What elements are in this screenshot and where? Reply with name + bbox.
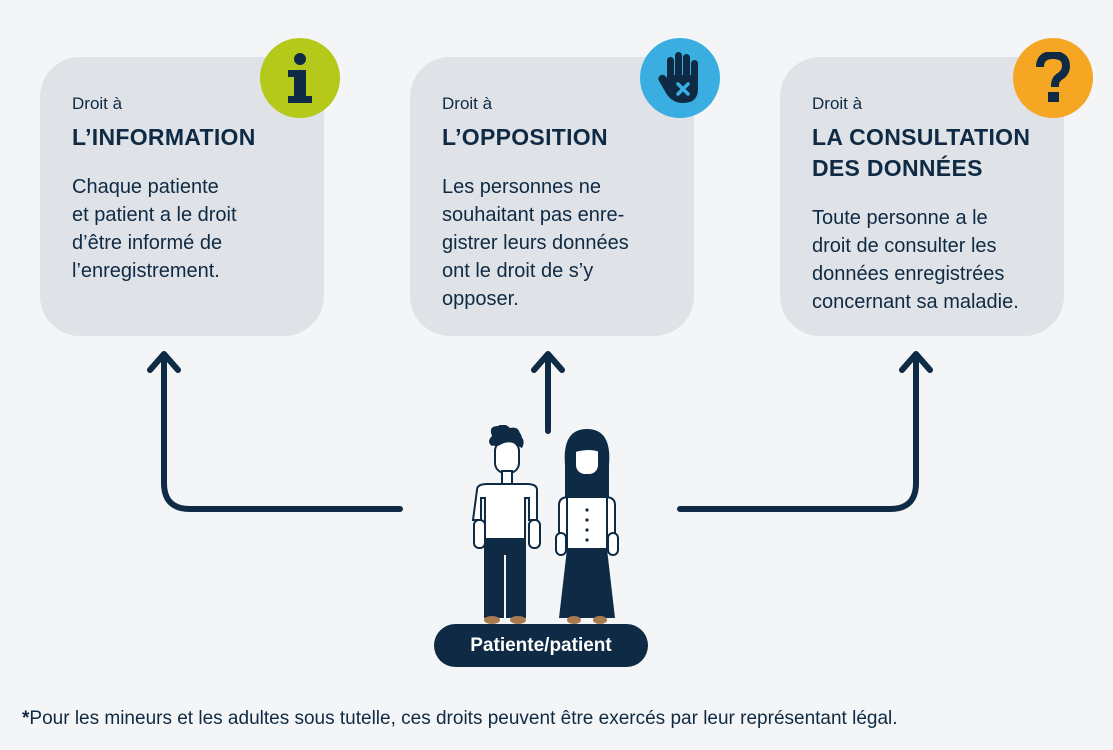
arrow-left-head: [147, 351, 181, 373]
woman-figure: [555, 429, 619, 624]
card-text: Les personnes ne souhaitant pas enre- gi…: [442, 176, 629, 310]
card-pre: Droit à: [72, 94, 123, 113]
man-figure: [471, 425, 541, 624]
card-consultation: Droit à LA CONSULTATION DES DONNÉES Tout…: [780, 57, 1064, 336]
stop-hand-icon: [658, 52, 698, 103]
card-text: Chaque patiente et patient a le droit d’…: [72, 176, 237, 282]
arrow-center-head: [531, 351, 565, 373]
footnote-text: Pour les mineurs et les adultes sous tut…: [29, 708, 898, 729]
footnote: *Pour les mineurs et les adultes sous tu…: [22, 708, 898, 730]
card-title: LA CONSULTATION DES DONNÉES: [812, 124, 1031, 181]
arrow-left: [161, 353, 403, 512]
card-pre: Droit à: [442, 94, 493, 113]
card-pre: Droit à: [812, 94, 863, 113]
arrow-right: [677, 353, 919, 512]
card-text: Toute personne a le droit de consulter l…: [812, 207, 1019, 313]
question-icon: [1036, 52, 1071, 102]
info-badge: [260, 38, 340, 118]
patient-label: Patiente/patient: [434, 624, 648, 667]
info-icon: [288, 53, 312, 103]
card-information: Droit à L’INFORMATION Chaque patiente et…: [40, 57, 324, 336]
consultation-badge: [1013, 38, 1093, 118]
card-opposition: Droit à L’OPPOSITION Les personnes ne so…: [410, 57, 694, 336]
opposition-badge: [640, 38, 720, 118]
footnote-star: *: [22, 708, 30, 729]
arrow-right-head: [899, 351, 933, 373]
card-title: L’OPPOSITION: [442, 124, 608, 150]
card-title: L’INFORMATION: [72, 124, 256, 150]
patients-illustration: [471, 425, 619, 624]
